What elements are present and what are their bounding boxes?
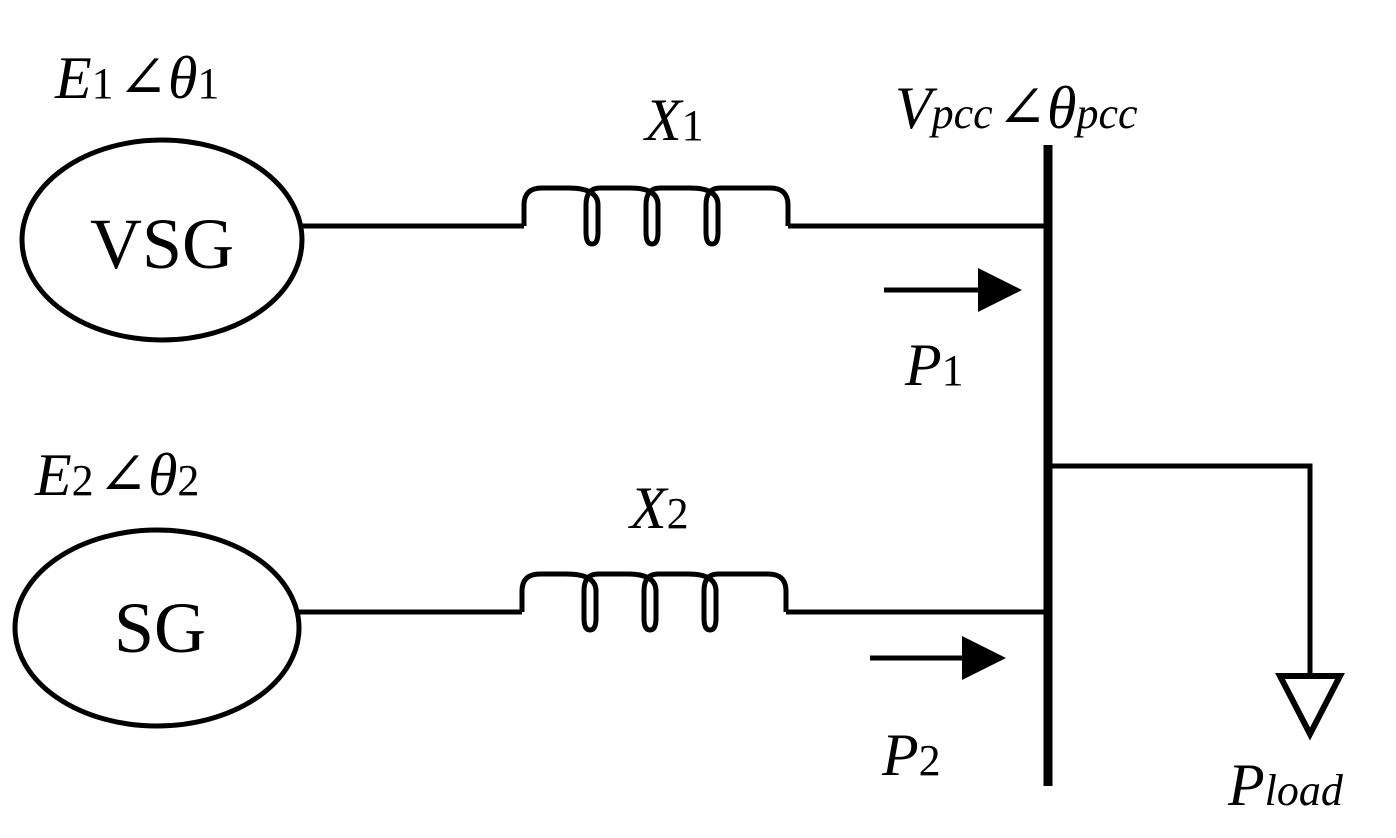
pcc-angle-symbol: ∠ (997, 75, 1047, 141)
x2-symbol: X (628, 475, 669, 541)
vsg-angle-symbol: ∠ (118, 45, 168, 111)
sg-e-sub: 2 (72, 456, 94, 505)
sg-label: SG (114, 588, 206, 668)
p2-symbol: P (881, 722, 919, 788)
vsg-theta-symbol: θ (168, 45, 197, 111)
x1-label: X1 (643, 87, 704, 153)
vsg-label: VSG (90, 204, 234, 284)
p2-label: P2 (881, 722, 941, 788)
pcc-v-symbol: V (895, 75, 938, 141)
sg-theta-symbol: θ (148, 442, 177, 508)
sg-voltage-label: E2∠θ2 (34, 442, 199, 508)
sg-source: SG (12, 527, 302, 729)
x1-symbol: X (643, 87, 684, 153)
sg-angle-symbol: ∠ (98, 442, 148, 508)
vsg-theta-sub: 1 (197, 59, 219, 108)
p2-arrow-head (962, 636, 1006, 680)
pcc-voltage-label: Vpcc∠θpcc (895, 75, 1138, 141)
p1-symbol: P (904, 332, 942, 398)
pcc-theta-symbol: θ (1047, 75, 1076, 141)
inductor-x2 (519, 571, 789, 633)
vsg-e-sub: 1 (92, 59, 114, 108)
x2-label: X2 (628, 475, 689, 541)
p1-sub: 1 (942, 346, 964, 395)
vsg-ellipse (19, 137, 305, 343)
load-branch-line (1048, 463, 1313, 674)
vsg-source: VSG (19, 137, 305, 343)
load-label: Pload (1227, 752, 1344, 818)
p1-label: P1 (904, 332, 964, 398)
load-sub: load (1265, 766, 1344, 815)
x2-sub: 2 (667, 489, 689, 538)
load-triangle-icon (1275, 673, 1345, 741)
p2-sub: 2 (919, 736, 941, 785)
pcc-theta-sub: pcc (1073, 89, 1138, 138)
p1-arrow-head (978, 268, 1022, 312)
inductor-x1 (521, 185, 791, 247)
vsg-voltage-label: E1∠θ1 (54, 45, 219, 111)
sg-ellipse (12, 527, 302, 729)
load-symbol: P (1227, 752, 1265, 818)
x1-sub: 1 (682, 101, 704, 150)
sg-theta-sub: 2 (177, 456, 199, 505)
vsg-e-symbol: E (54, 45, 92, 111)
pcc-v-sub: pcc (929, 89, 994, 138)
sg-e-symbol: E (34, 442, 72, 508)
